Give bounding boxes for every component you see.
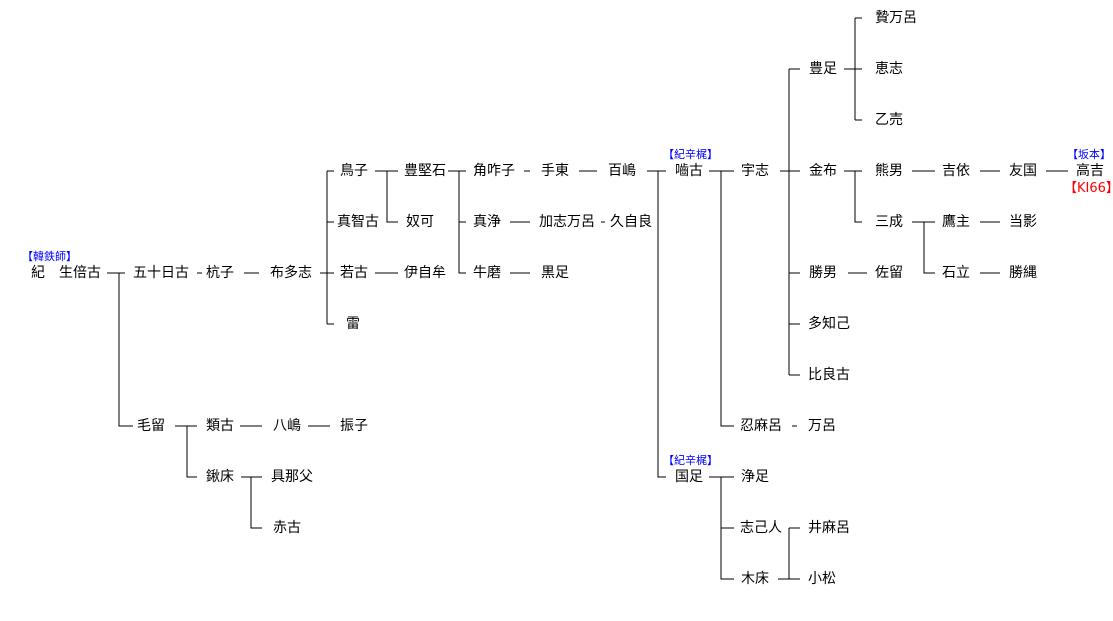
person: 真浄 (473, 214, 501, 230)
person: 志己人 (740, 520, 782, 536)
code-tag: 【KI66】 (1064, 181, 1113, 196)
person: 奴可 (406, 214, 434, 230)
person: 万呂 (808, 418, 836, 434)
person: 吉依 (942, 163, 970, 179)
person: 熊男 (875, 163, 903, 179)
clan-tag: 【韓鉄師】 (22, 250, 77, 263)
person: 赤古 (273, 520, 301, 536)
person: 毛留 (137, 418, 165, 434)
person: 当影 (1009, 214, 1037, 230)
person: 百嶋 (608, 163, 636, 179)
person: 国足 (675, 469, 703, 485)
person: 鷹主 (942, 214, 970, 230)
person: 紀 (31, 265, 45, 281)
clan-tag: 【紀辛梶】 (663, 454, 718, 467)
person: 佐留 (875, 265, 903, 281)
person: 贄万呂 (875, 10, 917, 26)
person: 久自良 (610, 214, 652, 230)
person: 友国 (1009, 163, 1037, 179)
person: 小松 (808, 571, 836, 587)
person: 鍬床 (206, 469, 234, 485)
person: 五十日古 (133, 265, 189, 281)
person: 高吉 (1076, 163, 1104, 179)
person: 類古 (206, 418, 234, 434)
person: 角咋子 (473, 163, 515, 179)
person: 加志万呂 (539, 214, 595, 230)
person: 恵志 (875, 61, 903, 77)
person: 比良古 (808, 367, 850, 383)
person: 手東 (541, 163, 569, 179)
clan-tag: 【紀辛梶】 (663, 148, 718, 161)
person: 豊堅石 (404, 163, 446, 179)
person: 嚙古 (675, 163, 703, 179)
person: 井麻呂 (808, 520, 850, 536)
person: 八嶋 (273, 418, 301, 434)
person: 具那父 (271, 469, 313, 485)
person: 黒足 (541, 265, 569, 281)
person: 鳥子 (340, 163, 368, 179)
person: 三成 (875, 214, 903, 230)
person: 勝男 (809, 265, 837, 281)
person: 若古 (340, 265, 368, 281)
person: 勝縄 (1009, 265, 1037, 281)
person: 浄足 (741, 469, 769, 485)
person: 伊自牟 (404, 265, 446, 281)
person: 布多志 (270, 265, 312, 281)
person: 石立 (942, 265, 970, 281)
person: 真智古 (337, 214, 379, 230)
person: 振子 (340, 418, 368, 434)
person: 杭子 (206, 265, 234, 281)
person: 牛磨 (473, 265, 501, 281)
person: 忍麻呂 (740, 418, 782, 434)
person: 多知己 (808, 316, 850, 332)
person: 乙売 (875, 112, 903, 128)
person: 宇志 (741, 163, 769, 179)
person: 木床 (741, 571, 769, 587)
person: 金布 (809, 163, 837, 179)
clan-tag: 【坂本】 (1067, 148, 1111, 161)
person: 生倍古 (59, 265, 101, 281)
person: 豊足 (809, 61, 837, 77)
person: 雷 (346, 316, 360, 332)
